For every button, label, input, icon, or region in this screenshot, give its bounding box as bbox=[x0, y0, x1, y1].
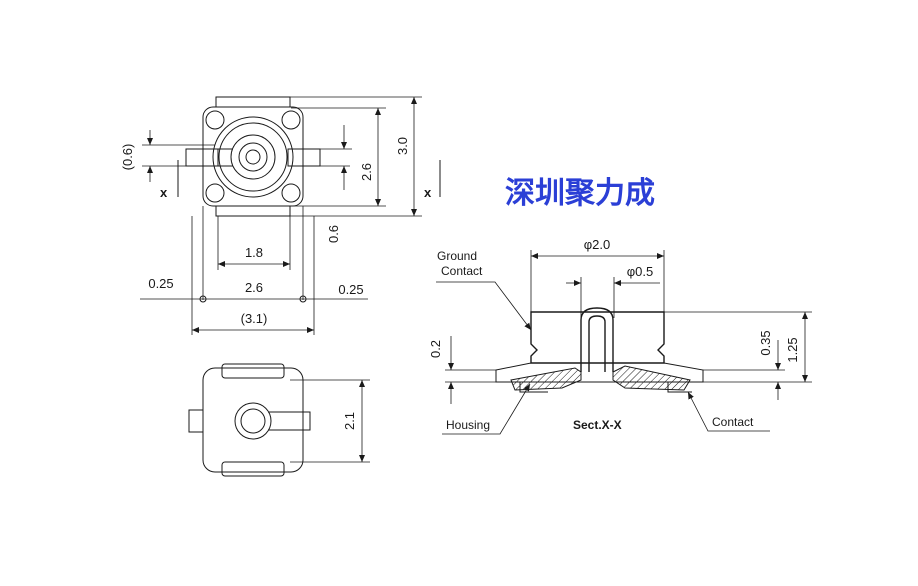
bottom-view: 2.1 bbox=[188, 363, 370, 477]
brand-text: 深圳聚力成 bbox=[505, 176, 655, 211]
dim-total-height: 1.25 bbox=[785, 337, 800, 362]
dim-height: 3.0 bbox=[395, 137, 410, 155]
dim-right-margin: 0.25 bbox=[338, 282, 363, 297]
dim-gap: 0.6 bbox=[326, 225, 341, 243]
dim-pin-height: 0.35 bbox=[758, 330, 773, 355]
label-housing: Housing bbox=[446, 418, 490, 432]
dim-overall-width: (3.1) bbox=[241, 311, 268, 326]
top-view: x x (0.6) 3.0 2.6 0.6 1.8 bbox=[120, 96, 441, 335]
label-contact: Contact bbox=[712, 415, 754, 429]
dim-pin-diameter: φ0.5 bbox=[627, 264, 654, 279]
section-caption: Sect.X-X bbox=[573, 418, 622, 432]
section-mark-left: x bbox=[160, 185, 168, 200]
section-mark-right: x bbox=[424, 185, 432, 200]
dim-bottom-height: 2.1 bbox=[342, 412, 357, 430]
dim-contact-width: (0.6) bbox=[120, 144, 135, 171]
label-ground-contact-line2: Contact bbox=[441, 264, 483, 278]
section-view: φ2.0 φ0.5 1.25 0.35 0.2 bbox=[428, 237, 812, 435]
dim-center-width: 1.8 bbox=[245, 245, 263, 260]
dim-base-height: 0.2 bbox=[428, 340, 443, 358]
label-ground-contact-line1: Ground bbox=[437, 249, 477, 263]
dim-left-margin: 0.25 bbox=[148, 276, 173, 291]
dim-outer-diameter: φ2.0 bbox=[584, 237, 611, 252]
dim-pad-pitch: 2.6 bbox=[245, 280, 263, 295]
dim-inner-height: 2.6 bbox=[359, 163, 374, 181]
